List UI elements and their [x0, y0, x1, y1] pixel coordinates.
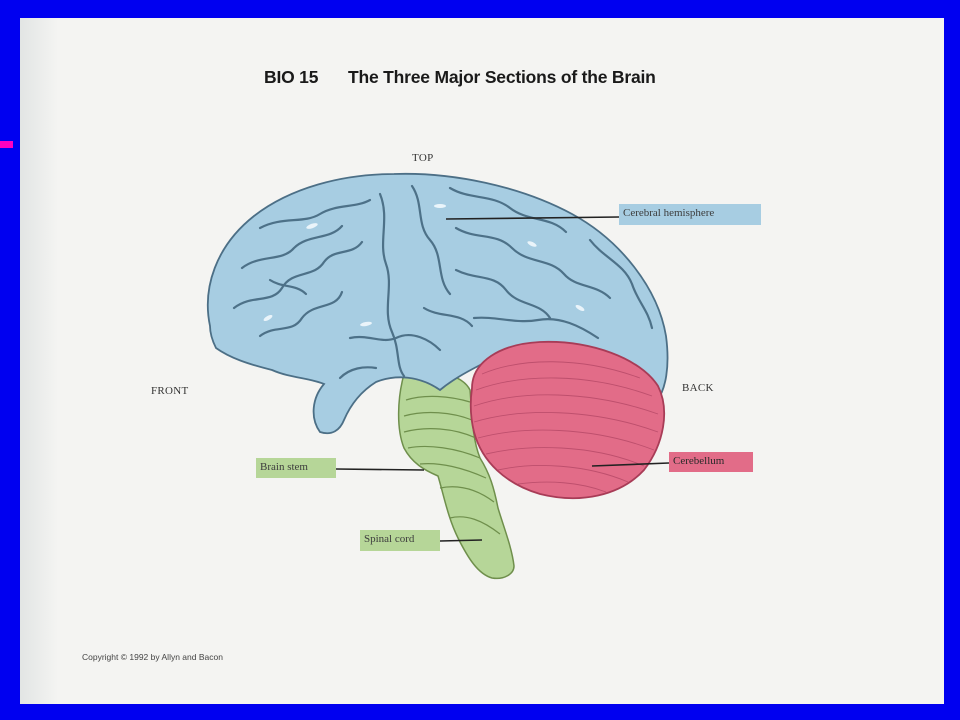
- cerebellum-folia: [473, 361, 659, 493]
- direction-front: FRONT: [151, 385, 189, 397]
- cerebral-folds: [232, 184, 654, 380]
- direction-top: TOP: [412, 152, 434, 164]
- label-spinal-cord: Spinal cord: [360, 530, 440, 551]
- cerebral-highlights: [263, 204, 585, 327]
- title-code: BIO 15: [264, 67, 319, 87]
- leader-cerebellum: [591, 462, 670, 467]
- label-brain-stem: Brain stem: [256, 458, 336, 478]
- sheet-shadow: [20, 18, 58, 704]
- copyright-notice: Copyright © 1992 by Allyn and Bacon: [82, 652, 223, 662]
- label-cerebellum: Cerebellum: [669, 452, 753, 472]
- leader-lines: [335, 216, 670, 542]
- page-title: BIO 15 The Three Major Sections of the Br…: [264, 67, 656, 88]
- accent-mark: [0, 141, 13, 148]
- cerebellum-shape: [469, 341, 665, 500]
- brain-illustration: [206, 172, 670, 580]
- leader-brain-stem: [335, 468, 425, 471]
- leader-cerebral: [445, 216, 620, 220]
- label-cerebral-hemisphere: Cerebral hemisphere: [619, 204, 761, 225]
- title-text: The Three Major Sections of the Brain: [348, 67, 656, 87]
- diagram-sheet: BIO 15 The Three Major Sections of the Br…: [20, 18, 944, 704]
- leader-spinal-cord: [439, 539, 483, 542]
- brain-stem-ridges: [403, 395, 501, 535]
- direction-back: BACK: [682, 382, 714, 394]
